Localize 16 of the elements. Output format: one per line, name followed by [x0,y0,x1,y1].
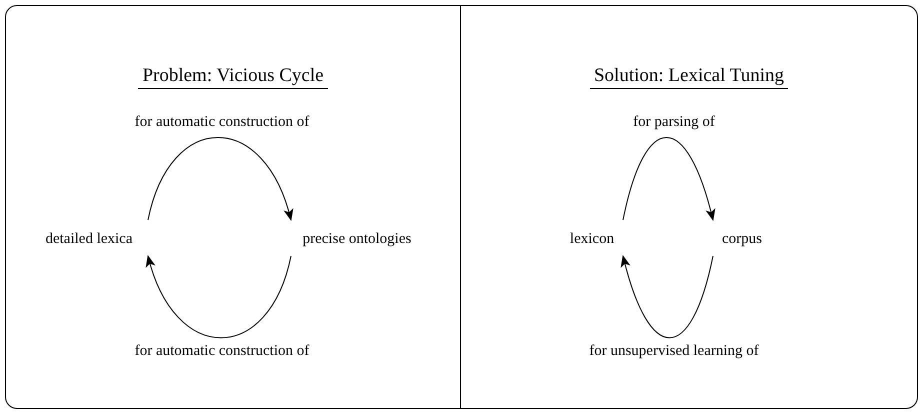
node-label: lexicon [561,221,623,257]
node-label: corpus [713,221,771,257]
panel [461,5,918,409]
node-label: detailed lexica [29,221,149,257]
curved-arrow [622,137,715,221]
panel-title: Problem: Vicious Cycle [138,64,328,89]
curved-arrow [148,137,292,221]
panel-title: Solution: Lexical Tuning [590,64,788,89]
edge-label: for automatic construction of [134,113,310,131]
node-label: precise ontologies [292,221,422,257]
edge-label: for unsupervised learning of [589,342,759,360]
curved-arrow [621,255,714,338]
curved-arrow [146,255,292,338]
edge-label: for parsing of [633,113,715,131]
edge-label: for automatic construction of [134,342,310,360]
panel [5,5,461,409]
